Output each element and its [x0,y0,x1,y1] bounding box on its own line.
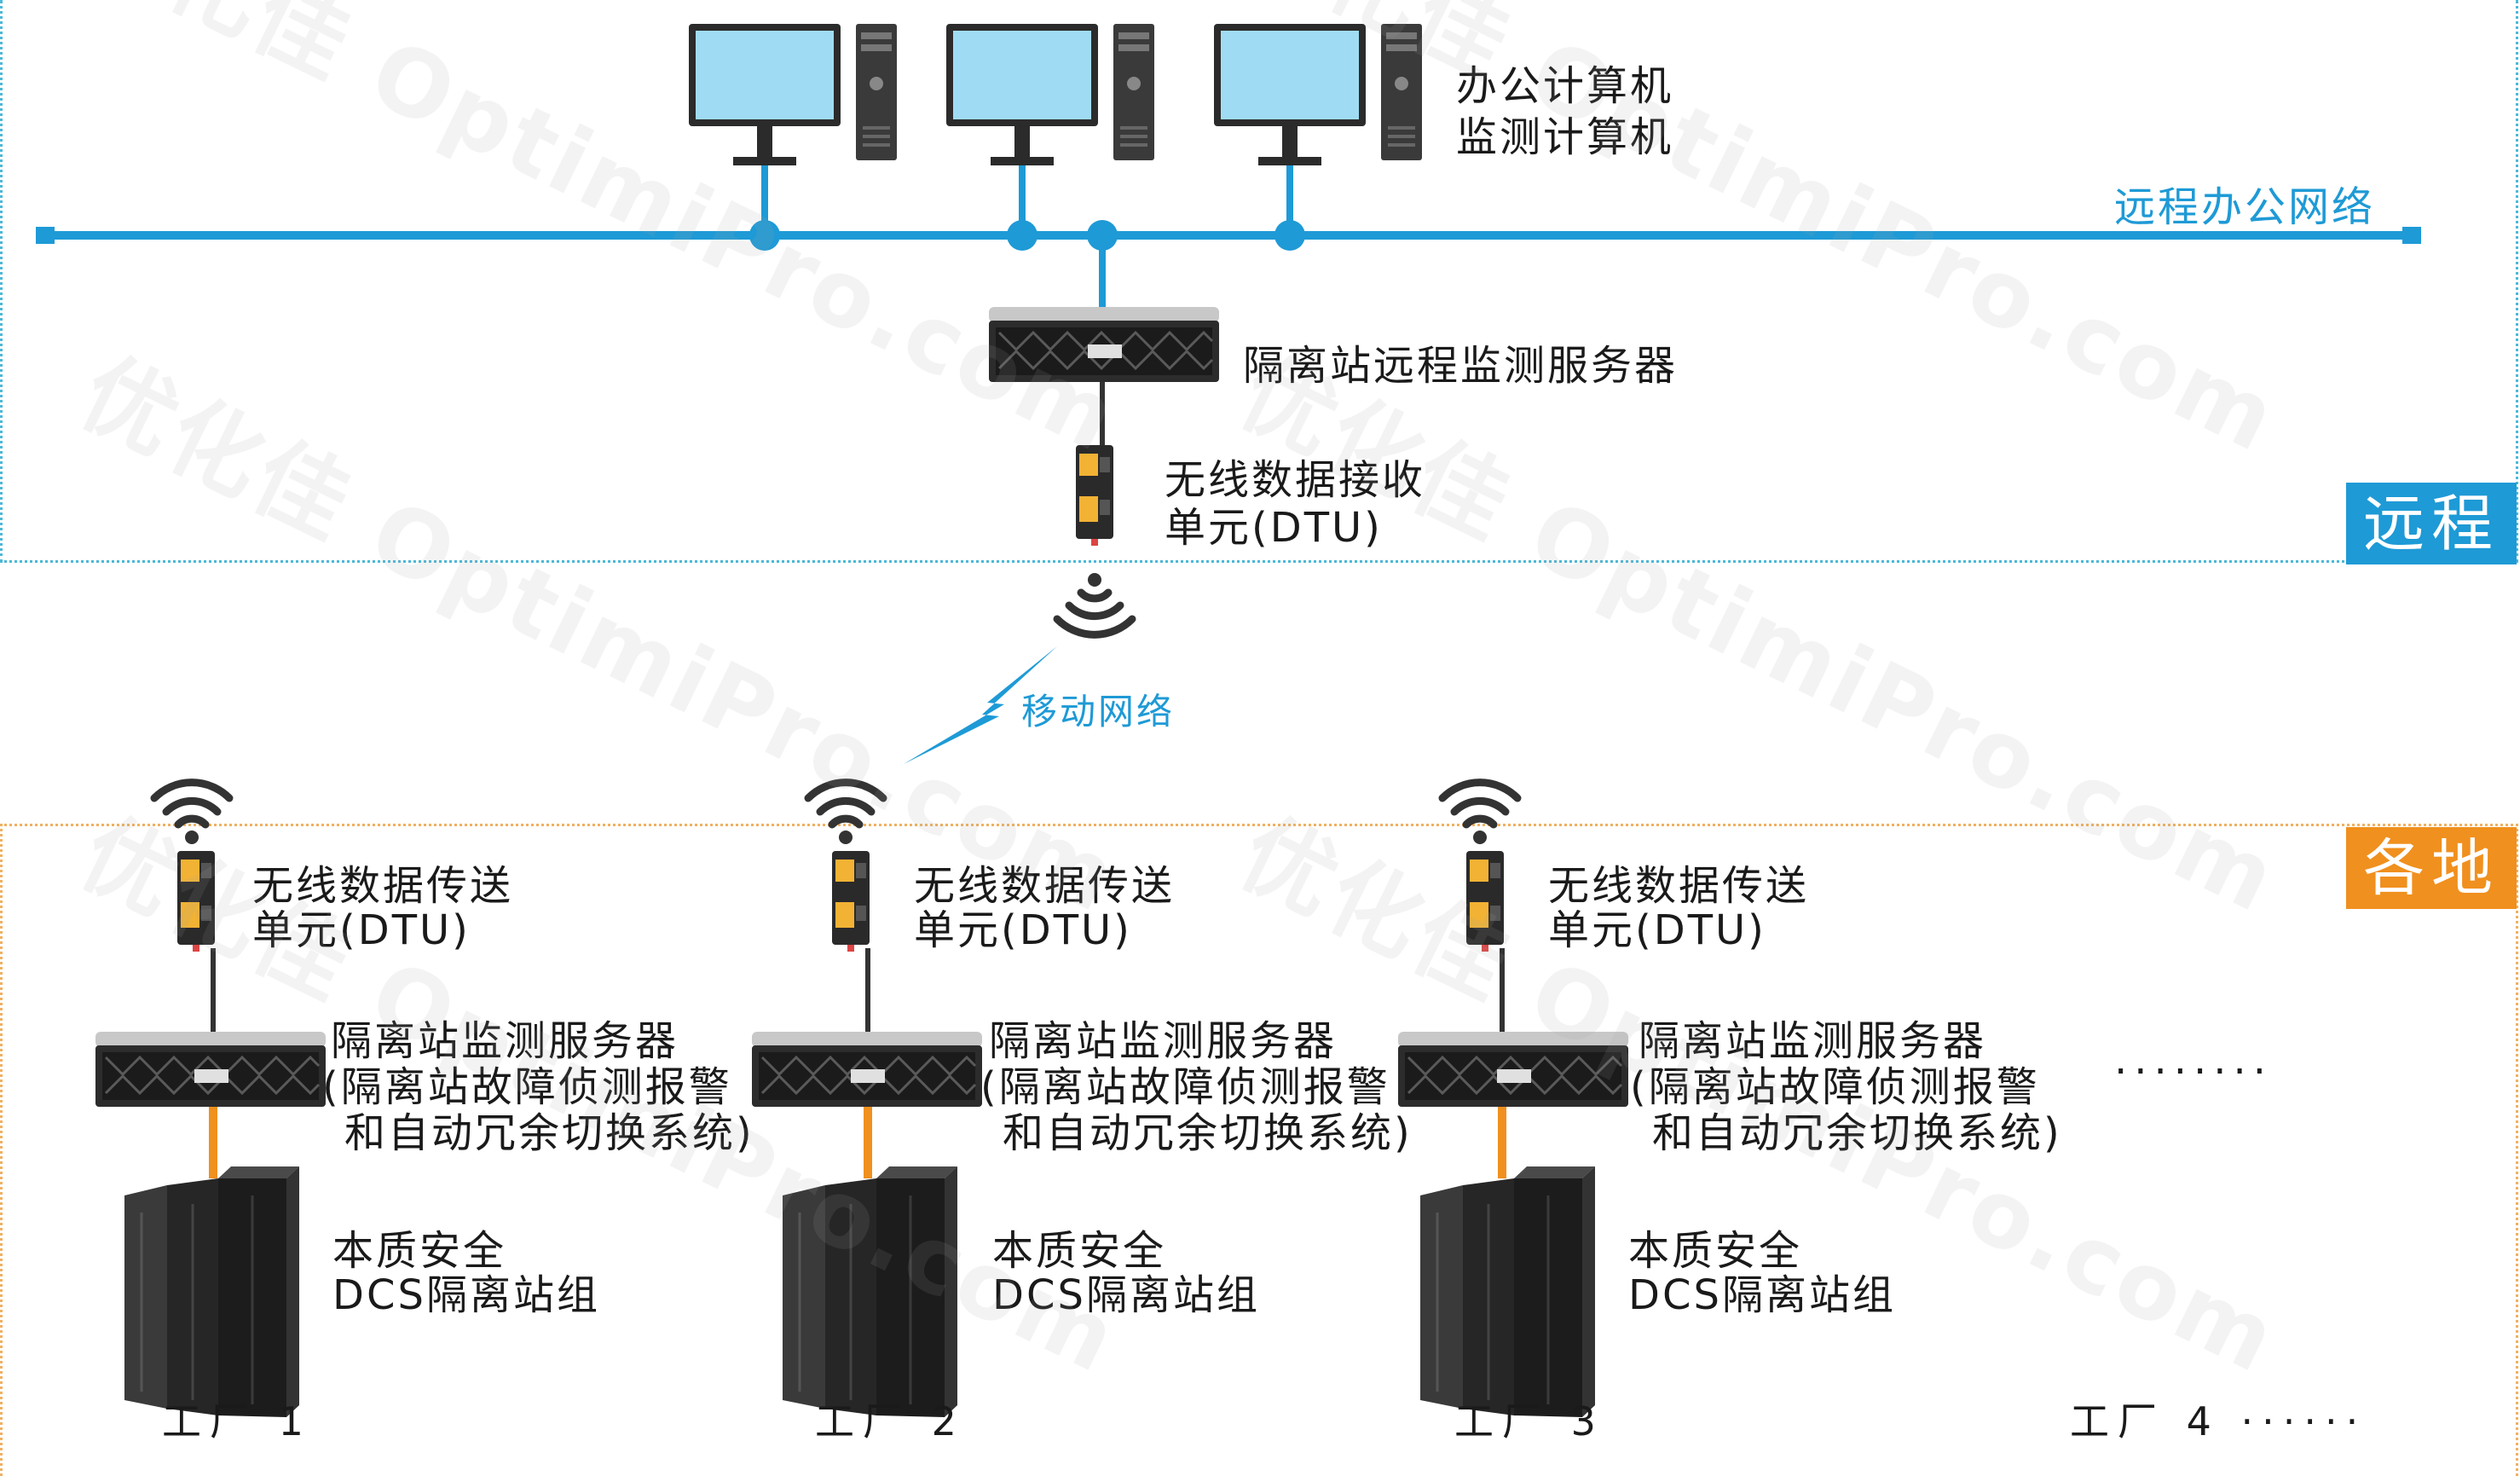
site2-monitor-server [750,1030,984,1108]
receive-dtu-label-1: 无线数据接收 [1165,456,1426,504]
site1-server-label-3: 和自动冗余切换系统) [344,1109,754,1157]
site1-dtu-label-1: 无线数据传送 [252,862,514,910]
site2-signal-icon [808,783,883,844]
site2-dtu-label-2: 单元(DTU) [914,906,1132,954]
local-region-frame [0,824,2518,1476]
site3-dtu-label-2: 单元(DTU) [1548,906,1766,954]
site2-dtu-label-1: 无线数据传送 [914,862,1176,910]
site1-server-label-1: 隔离站监测服务器 [331,1017,679,1065]
site2-server-label-3: 和自动冗余切换系统) [1003,1109,1413,1157]
site2-rack-label-2: DCS隔离站组 [992,1271,1260,1319]
remote-network-label: 远程办公网络 [2114,183,2376,231]
site3-dtu [1466,851,1504,952]
remote-server-label: 隔离站远程监测服务器 [1243,342,1679,390]
site1-factory-label: 工厂 1 [162,1398,312,1444]
mobile-network-label: 移动网络 [1021,691,1176,732]
site2-factory-label: 工厂 2 [815,1398,965,1444]
site2-server-label-2: (隔离站故障侦测报警 [980,1063,1390,1111]
site3-server-label-1: 隔离站监测服务器 [1639,1017,1987,1065]
office-computer-label-1: 办公计算机 [1456,62,1674,110]
factory4-label: 工厂 4 ······ [2070,1398,2367,1444]
office-computer-1 [689,24,897,165]
more-sites-ellipsis: ········ [2114,1048,2274,1096]
site3-rack-label-1: 本质安全 [1628,1227,1803,1275]
site2-rack-label-1: 本质安全 [992,1227,1167,1275]
site2-server-label-1: 隔离站监测服务器 [989,1017,1338,1065]
site3-signal-icon [1442,783,1517,844]
office-computer-3 [1214,24,1422,165]
site3-dtu-label-1: 无线数据传送 [1548,862,1810,910]
site3-server-label-2: (隔离站故障侦测报警 [1630,1063,2040,1111]
site1-rack-label-1: 本质安全 [332,1227,507,1275]
remote-region-frame [0,0,2518,563]
site1-dcs-racks [123,1165,301,1419]
site1-dtu [177,851,215,952]
office-computer-label-2: 监测计算机 [1456,113,1674,161]
receive-dtu-signal-icon [1057,573,1132,634]
remote-monitor-server [987,305,1221,384]
site1-rack-label-2: DCS隔离站组 [332,1271,600,1319]
receive-dtu-label-2: 单元(DTU) [1165,504,1383,552]
site3-server-label-3: 和自动冗余切换系统) [1652,1109,2062,1157]
site3-rack-label-2: DCS隔离站组 [1628,1271,1896,1319]
office-computer-2 [946,24,1154,165]
site2-dtu [832,851,870,952]
site2-dcs-racks [781,1165,959,1419]
region-tag-remote: 远程 [2346,483,2517,564]
site1-signal-icon [154,783,229,844]
region-tag-local: 各地 [2346,827,2517,909]
site3-factory-label: 工厂 3 [1454,1398,1604,1444]
site3-dcs-racks [1419,1165,1597,1419]
site1-dtu-label-2: 单元(DTU) [252,906,471,954]
receive-dtu [1076,445,1113,546]
site3-monitor-server [1396,1030,1630,1108]
site1-monitor-server [94,1030,327,1108]
site1-server-label-2: (隔离站故障侦测报警 [322,1063,732,1111]
